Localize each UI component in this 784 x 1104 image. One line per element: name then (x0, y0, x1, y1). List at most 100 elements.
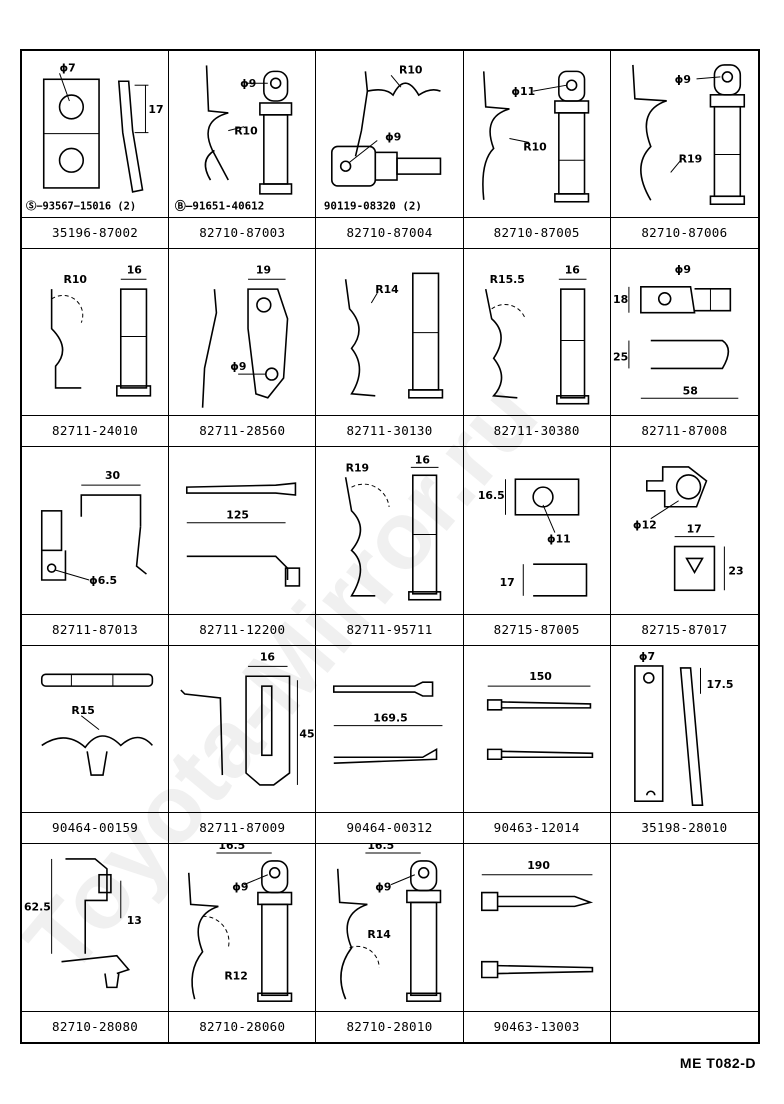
part-illustration: ϕ7 17.5 (633, 650, 733, 806)
dimension-label: R15.5 (489, 273, 524, 286)
part-number: 35196-87002 (22, 217, 169, 248)
part-number: 82711-28560 (169, 415, 316, 446)
dimension-label: ϕ9 (240, 77, 256, 90)
part-number: 82710-28010 (316, 1010, 463, 1042)
dimension-label: ϕ9 (376, 880, 392, 893)
part-number: 82711-30130 (316, 415, 463, 446)
part-drawing: 125 (169, 447, 315, 614)
part-number: 82710-87004 (316, 217, 463, 248)
part-number: 82711-87009 (169, 811, 316, 843)
part-number: 82711-24010 (22, 415, 169, 446)
part-illustration: 62.5 13 (24, 857, 142, 988)
hardware-note: Ⓢ−93567−15016 (2) (26, 200, 136, 213)
part-drawing: R14 (316, 249, 462, 416)
dimension-label: 17.5 (706, 677, 733, 690)
dimension-label: ϕ11 (547, 533, 571, 546)
dimension-label: ϕ7 (639, 650, 655, 663)
part-number: 90464-00312 (316, 811, 463, 843)
part-drawing: 16.5 ϕ11 17 (464, 447, 610, 614)
part-drawing: 169.5 (316, 646, 462, 813)
dimension-label: 19 (256, 264, 271, 277)
dimension-label: ϕ9 (230, 360, 246, 373)
dimension-label: 30 (105, 470, 121, 483)
part-number: 82710-87005 (463, 217, 610, 248)
dimension-label: R10 (399, 63, 423, 76)
part-number: 82715-87017 (610, 613, 758, 645)
part-illustration: 125 (186, 482, 301, 588)
part-drawing (611, 844, 758, 1012)
empty-caption (610, 1010, 758, 1042)
dimension-label: 18 (613, 293, 628, 306)
dimension-label: 16 (415, 454, 430, 467)
dimension-label: 45 (300, 727, 315, 740)
dimension-label: 17 (148, 103, 163, 116)
dimension-label: 125 (226, 509, 249, 522)
dimension-label: 16.5 (477, 489, 504, 502)
dimension-label: R12 (225, 969, 248, 982)
part-cell-82710-28010: 16.5 ϕ9 R14 82710-28010 (316, 843, 464, 1042)
dimension-label: 58 (682, 384, 697, 397)
dimension-label: 190 (527, 859, 550, 872)
dimension-label: 16.5 (219, 844, 246, 852)
part-number: 82710-87003 (169, 217, 316, 248)
part-illustration: R15.5 16 (484, 264, 589, 405)
dimension-label: R14 (368, 928, 392, 941)
dimension-label: ϕ6.5 (89, 574, 117, 587)
dimension-label: 25 (613, 351, 628, 364)
page-reference: ME T082-D (679, 1055, 756, 1071)
dimension-label: 16.5 (368, 844, 395, 852)
dimension-label: R19 (346, 462, 369, 475)
part-drawing: R15.5 16 (464, 249, 610, 416)
part-illustration: 30 ϕ6.5 (40, 470, 147, 587)
part-illustration: 169.5 (333, 680, 443, 764)
dimension-label: 16 (127, 264, 142, 277)
part-number: 82710-28080 (22, 1010, 169, 1042)
hardware-note: Ⓑ—91651-40612 (175, 199, 264, 213)
part-number: 82710-87006 (610, 217, 758, 248)
dimension-label: 13 (127, 914, 142, 927)
part-number: 90463-13003 (463, 1010, 610, 1042)
dimension-label: 62.5 (24, 900, 51, 913)
part-illustration: 19 ϕ9 (201, 264, 289, 408)
part-cell-82710-28080: 62.5 13 82710-28080 (22, 843, 170, 1042)
part-illustration: 16.5 ϕ9 R14 (337, 844, 442, 1002)
dimension-label: 16 (564, 264, 579, 277)
part-illustration: 190 (480, 859, 593, 979)
part-illustration (611, 844, 758, 1012)
dimension-label: R10 (234, 125, 258, 138)
part-cell-82711-28560: 19 ϕ9 82711-28560 (169, 249, 317, 448)
part-drawing: R19 16 (316, 447, 462, 614)
part-drawing: 19 ϕ9 (169, 249, 315, 416)
dimension-label: 17 (499, 576, 514, 589)
part-drawing: 62.5 13 (22, 844, 168, 1012)
dimension-label: R10 (523, 140, 547, 153)
dimension-label: ϕ9 (386, 131, 402, 144)
part-cell-82711-95711: R19 16 82711-95711 (316, 447, 464, 646)
part-illustration: R15 (40, 673, 154, 776)
part-illustration: 16.5 ϕ11 17 (477, 478, 587, 597)
part-number: 82711-95711 (316, 613, 463, 645)
part-number: 82715-87005 (463, 613, 610, 645)
part-drawing: 190 (464, 844, 610, 1012)
dimension-label: 23 (728, 565, 743, 578)
part-number: 82711-87008 (610, 415, 758, 446)
part-illustration: 16.5ϕ9 R12 (188, 844, 293, 1002)
